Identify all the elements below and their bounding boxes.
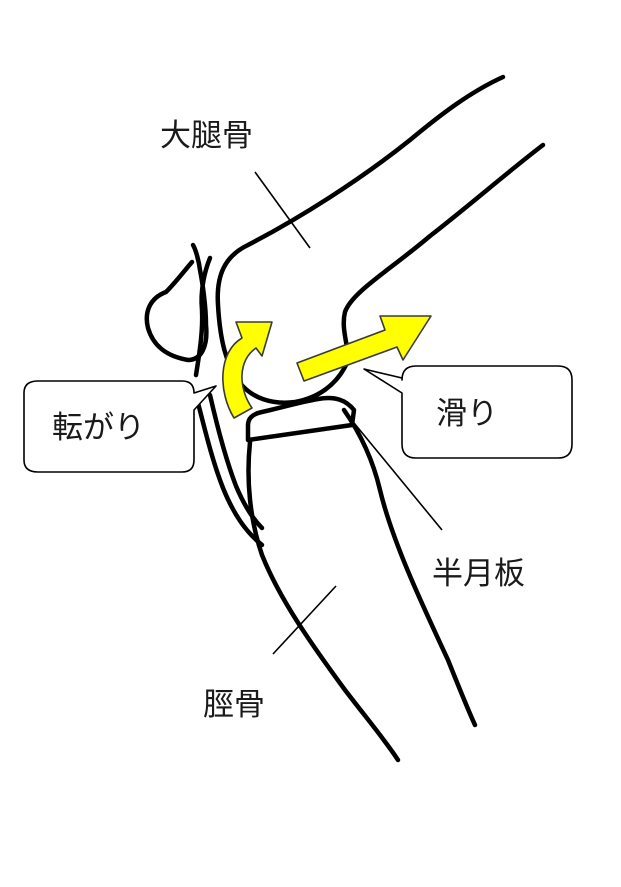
patella-outline [144,242,213,378]
rolling-arrow-icon [222,321,273,419]
sliding-label: 滑り [436,396,498,432]
tibia-label: 脛骨 [203,687,265,723]
sliding-callout-bubble [363,365,573,459]
sliding-arrow-icon [296,315,432,382]
tibia-leader-line [272,585,337,655]
femur-label: 大腿骨 [160,118,253,154]
meniscus-leader-line [344,411,443,531]
rolling-callout-bubble [23,380,217,473]
meniscus-label: 半月板 [432,556,525,592]
tibia-outline [246,407,478,763]
femur-outline [215,74,546,405]
femur-leader-line [254,171,311,249]
meniscus-outline [245,395,357,443]
rolling-label: 転がり [52,410,145,446]
